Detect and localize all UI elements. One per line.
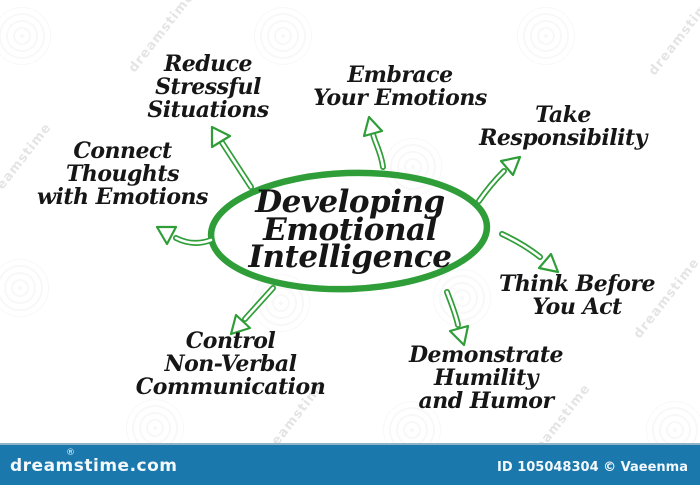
node-label-line: Situations	[147, 97, 269, 123]
node-label-line: with Emotions	[37, 184, 208, 210]
node-demonstrate-humility-and-humor: Demonstrate Humility and Humor	[375, 344, 597, 413]
watermark-spiral-icon	[384, 138, 442, 196]
brand-text: dreamstime.com	[10, 456, 178, 476]
node-label-line: Humility	[433, 365, 539, 391]
node-label-line: Stressful	[155, 74, 261, 100]
center-node-title: Developing Emotional Intelligence	[214, 184, 486, 275]
watermark-spiral-icon	[254, 7, 312, 65]
arrow-control-icon	[229, 285, 276, 336]
node-connect-thoughts-with-emotions: Connect Thoughts with Emotions	[15, 140, 230, 209]
node-label-line: Thoughts	[66, 161, 179, 187]
node-control-non-verbal-communication: Control Non-Verbal Communication	[103, 330, 358, 399]
node-label-line: Think Before	[499, 271, 655, 297]
watermark-spiral-icon	[0, 259, 49, 317]
node-label-line: Connect	[73, 138, 172, 164]
node-label-line: Take	[535, 102, 591, 128]
watermark-spiral-icon	[517, 7, 575, 65]
node-label-line: Reduce	[163, 51, 253, 77]
registered-icon: ®	[66, 448, 76, 458]
watermark-spiral-icon	[0, 7, 51, 65]
center-ellipse	[207, 169, 491, 293]
arrow-demonstrate-icon	[444, 289, 470, 347]
watermark-spiral-icon	[433, 269, 491, 327]
footer-bar: dreamstime.com ® ID 105048304 © Vaeenma	[0, 443, 700, 485]
node-label-line: Communication	[135, 374, 326, 400]
node-label-line: Non-Verbal	[164, 351, 297, 377]
node-label-line: You Act	[532, 294, 622, 320]
node-label-line: Embrace	[347, 62, 453, 88]
center-title-line: Intelligence	[248, 239, 452, 275]
node-embrace-your-emotions: Embrace Your Emotions	[295, 64, 505, 110]
node-label-line: Demonstrate	[408, 342, 564, 368]
arrow-embrace-icon	[362, 115, 386, 170]
center-title-line: Emotional	[263, 211, 437, 248]
node-take-responsibility: Take Responsibility	[458, 104, 668, 150]
arrow-think-icon	[499, 231, 560, 274]
node-label-line: and Humor	[418, 388, 554, 414]
arrow-take-icon	[476, 155, 522, 204]
node-label-line: Control	[185, 328, 276, 354]
node-reduce-stressful-situations: Reduce Stressful Situations	[108, 53, 308, 122]
node-label-line: Responsibility	[479, 125, 647, 151]
image-credit: ID 105048304 © Vaeenma	[497, 460, 688, 475]
center-title-line: Developing	[255, 184, 445, 220]
node-label-line: Your Emotions	[313, 85, 487, 111]
arrow-connect-icon	[155, 225, 214, 246]
brand-logo: dreamstime.com ®	[10, 448, 178, 476]
arrow-reduce-icon	[210, 125, 254, 190]
node-think-before-you-act: Think Before You Act	[467, 273, 687, 319]
